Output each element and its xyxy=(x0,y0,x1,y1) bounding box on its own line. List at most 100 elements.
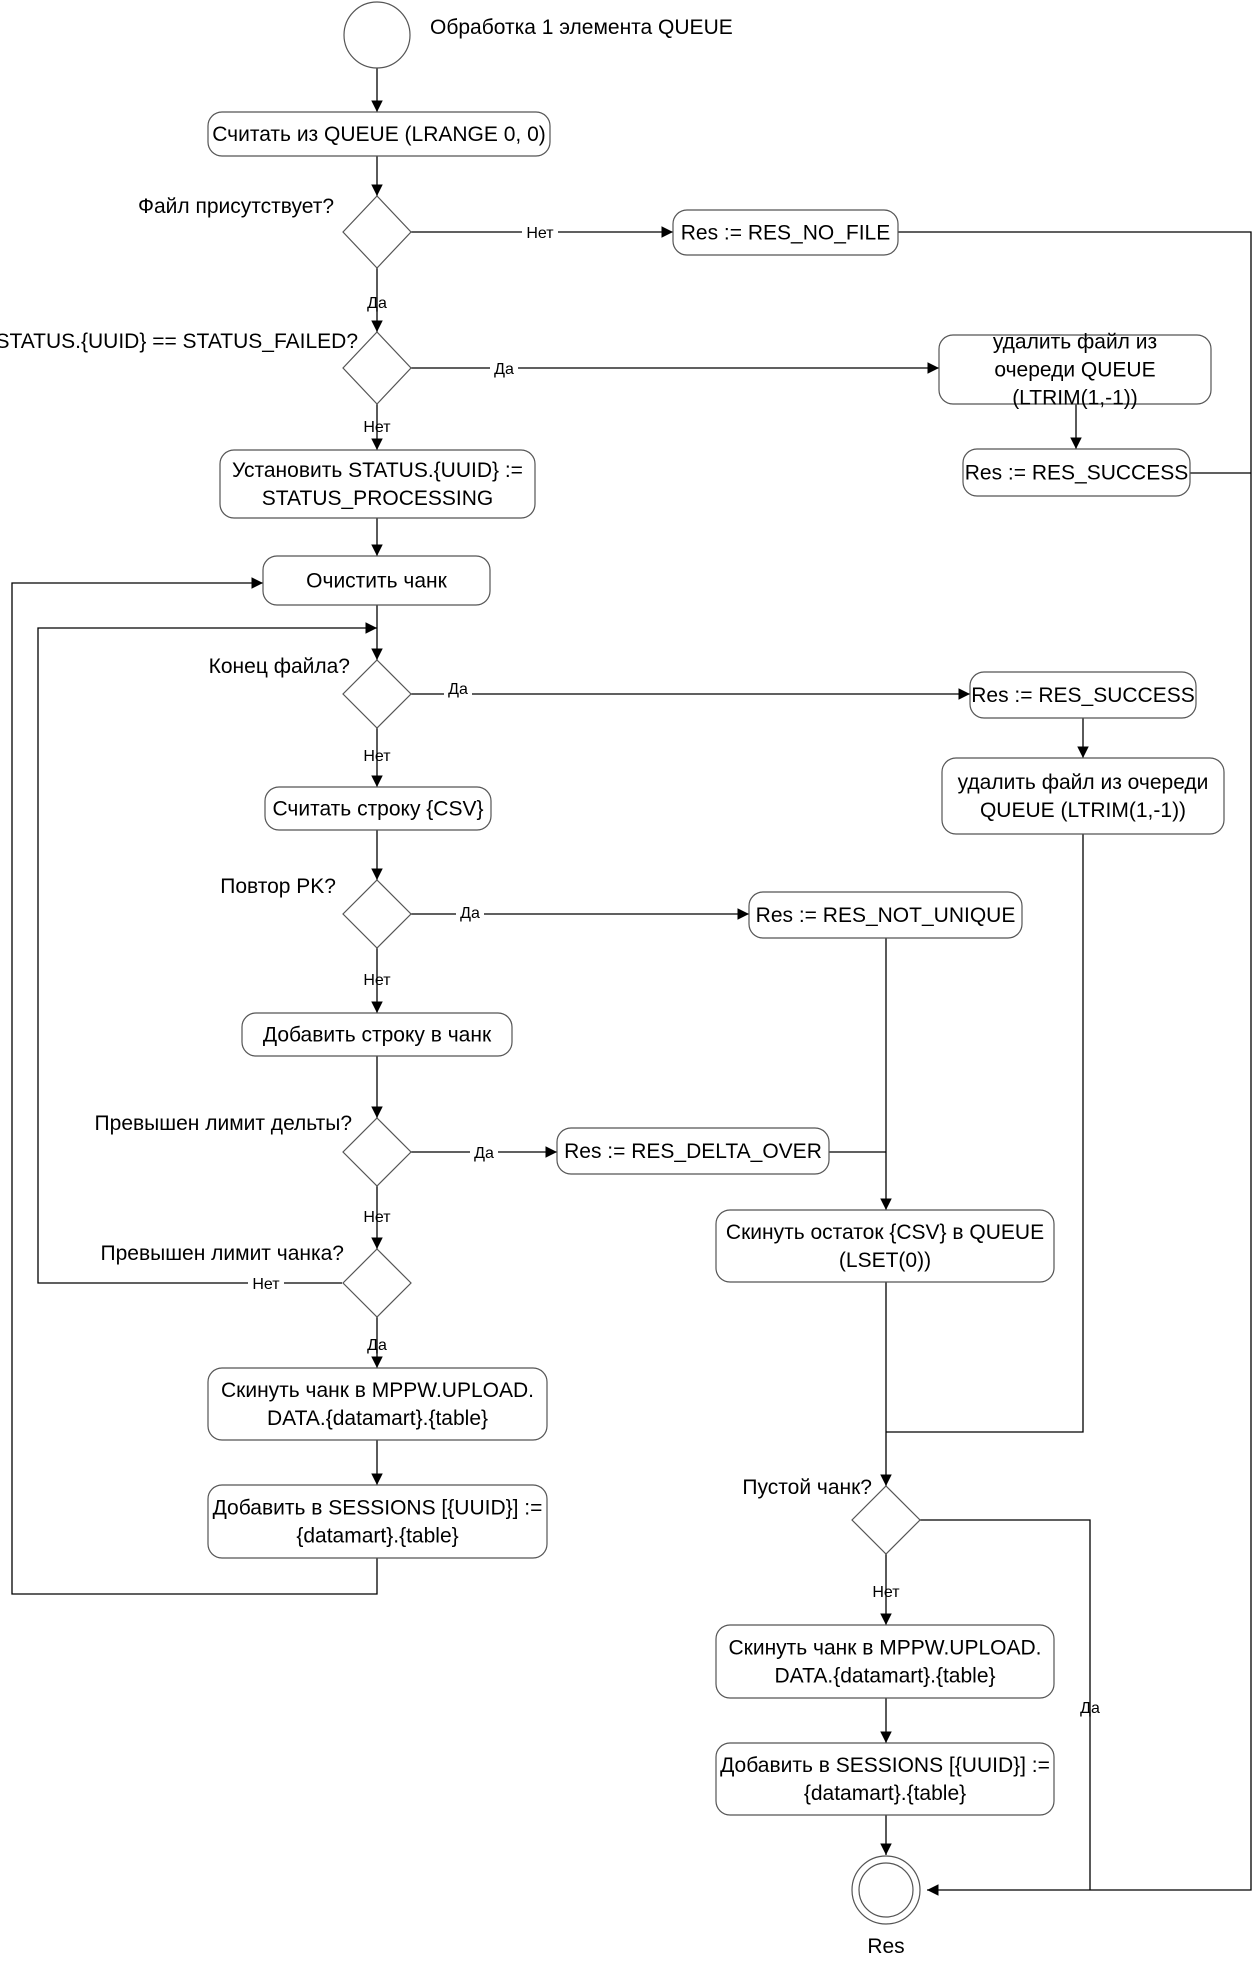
edge-label-eof-yes: Да xyxy=(448,681,468,698)
edge-no-file-to-end xyxy=(898,231,1252,1896)
node-text-line: удалить файл из xyxy=(993,331,1157,354)
node-res-not-unique: Res := RES_NOT_UNIQUE xyxy=(748,891,1023,939)
decision-file-present: Файл присутствует? xyxy=(138,195,412,269)
node-text-line: Добавить в SESSIONS [{UUID}] := xyxy=(720,1754,1050,1777)
node-text-line: DATA.{datamart}.{table} xyxy=(774,1665,995,1688)
decision-empty-chunk: Пустой чанк? xyxy=(742,1476,921,1555)
edge-label-delta-yes: Да xyxy=(474,1145,494,1162)
node-text-line: Скинуть чанк в MPPW.UPLOAD. xyxy=(221,1379,534,1402)
node-text-line: Очистить чанк xyxy=(306,570,447,593)
edge-delete2-to-merge xyxy=(886,834,1084,1433)
edge-label-status-failed-no: Нет xyxy=(363,419,391,436)
process-nodes: Считать из QUEUE (LRANGE 0, 0) Res := RE… xyxy=(207,111,1225,1816)
box xyxy=(941,757,1225,835)
box xyxy=(219,449,536,519)
edge-empty-yes xyxy=(920,1519,1091,1890)
decision-status-failed: STATUS.{UUID} == STATUS_FAILED? xyxy=(0,330,412,405)
decision-label-status-failed: STATUS.{UUID} == STATUS_FAILED? xyxy=(0,330,358,353)
edge-label-chunk-limit-no: Нет xyxy=(252,1276,280,1293)
node-flush-rest: Скинуть остаток {CSV} в QUEUE (LSET(0)) xyxy=(715,1209,1055,1283)
box xyxy=(962,448,1191,497)
node-text-line: Добавить в SESSIONS [{UUID}] := xyxy=(213,1497,543,1520)
node-text-line: очереди QUEUE xyxy=(994,359,1155,382)
edge-label-file-present-no: Нет xyxy=(526,225,554,242)
decision-label-end-of-file: Конец файла? xyxy=(209,655,350,678)
node-delete-file-1: удалить файл из очереди QUEUE (LTRIM(1,-1)… xyxy=(938,331,1212,410)
node-clear-chunk: Очистить чанк xyxy=(262,555,491,606)
edge-label-chunk-limit-yes: Да xyxy=(367,1337,387,1354)
node-add-row: Добавить строку в чанк xyxy=(241,1012,513,1057)
node-text-line: Res := RES_SUCCESS xyxy=(965,462,1189,485)
start-node xyxy=(343,1,411,69)
edge-label-empty-yes: Да xyxy=(1080,1700,1100,1717)
node-text-line: {datamart}.{table} xyxy=(804,1782,966,1805)
box xyxy=(207,111,551,157)
decision-chunk-limit: Превышен лимит чанка? xyxy=(101,1242,412,1318)
node-flush-chunk-1: Скинуть чанк в MPPW.UPLOAD. DATA.{datamar… xyxy=(207,1367,548,1441)
decision-label-empty-chunk: Пустой чанк? xyxy=(742,1476,872,1499)
edge-labels: Нет Да Да Нет Да Нет Да Нет Да Нет Нет Д… xyxy=(248,222,1100,1717)
end-label: Res xyxy=(867,1935,904,1958)
edge-label-eof-no: Нет xyxy=(363,748,391,765)
box xyxy=(748,891,1023,939)
node-text-line: {datamart}.{table} xyxy=(296,1525,458,1548)
diagram-title: Обработка 1 элемента QUEUE xyxy=(430,16,733,39)
edge-label-pk-no: Нет xyxy=(363,972,391,989)
box xyxy=(262,555,491,606)
edge-label-pk-yes: Да xyxy=(460,905,480,922)
edge-label-status-failed-yes: Да xyxy=(494,361,514,378)
node-text-line: Установить STATUS.{UUID} := xyxy=(232,459,523,482)
node-flush-chunk-2: Скинуть чанк в MPPW.UPLOAD. DATA.{datamar… xyxy=(715,1624,1055,1699)
decision-label-file-present: Файл присутствует? xyxy=(138,195,334,218)
node-set-status: Установить STATUS.{UUID} := STATUS_PROCES… xyxy=(219,449,536,519)
node-text-line: Добавить строку в чанк xyxy=(263,1024,492,1047)
box xyxy=(715,1742,1055,1816)
node-text-line: Скинуть чанк в MPPW.UPLOAD. xyxy=(728,1637,1041,1660)
box xyxy=(715,1209,1055,1283)
box xyxy=(715,1624,1055,1699)
node-res-delta-over: Res := RES_DELTA_OVER xyxy=(556,1127,830,1175)
node-text-line: Res := RES_DELTA_OVER xyxy=(564,1140,822,1163)
node-text-line: DATA.{datamart}.{table} xyxy=(267,1407,488,1430)
node-text-line: STATUS_PROCESSING xyxy=(262,487,493,510)
edge-label-empty-no: Нет xyxy=(872,1584,900,1601)
node-read-queue: Считать из QUEUE (LRANGE 0, 0) xyxy=(207,111,551,157)
end-node-inner xyxy=(858,1862,914,1918)
decision-label-pk-repeat: Повтор PK? xyxy=(220,875,336,898)
box xyxy=(207,1484,548,1559)
box xyxy=(207,1367,548,1441)
node-add-session-1: Добавить в SESSIONS [{UUID}] := {datamart… xyxy=(207,1484,548,1559)
edge-label-file-present-yes: Да xyxy=(367,295,387,312)
box xyxy=(672,209,899,256)
node-text-line: QUEUE (LTRIM(1,-1)) xyxy=(980,799,1186,822)
edge-chunk-limit-no-loop xyxy=(37,622,377,1284)
decision-end-of-file: Конец файла? xyxy=(209,655,412,729)
edge-label-delta-no: Нет xyxy=(363,1209,391,1226)
node-text-line: (LTRIM(1,-1)) xyxy=(1012,387,1138,410)
node-res-success-1: Res := RES_SUCCESS xyxy=(962,448,1191,497)
box xyxy=(264,786,492,831)
decision-delta-limit: Превышен лимит дельты? xyxy=(95,1112,412,1187)
node-text-line: (LSET(0)) xyxy=(839,1249,931,1272)
edge-loop-to-clear-chunk xyxy=(11,577,378,1595)
box xyxy=(241,1012,513,1057)
node-res-no-file: Res := RES_NO_FILE xyxy=(672,209,899,256)
node-text-line: Res := RES_SUCCESS xyxy=(971,684,1195,707)
decision-pk-repeat: Повтор PK? xyxy=(220,875,412,949)
decision-label-delta-limit: Превышен лимит дельты? xyxy=(95,1112,352,1135)
node-read-row: Считать строку {CSV} xyxy=(264,786,492,831)
node-add-session-2: Добавить в SESSIONS [{UUID}] := {datamart… xyxy=(715,1742,1055,1816)
node-text-line: Считать из QUEUE (LRANGE 0, 0) xyxy=(212,123,546,146)
node-text-line: удалить файл из очереди xyxy=(958,771,1209,794)
node-res-success-2: Res := RES_SUCCESS xyxy=(969,671,1197,719)
box xyxy=(556,1127,830,1175)
node-text-line: Скинуть остаток {CSV} в QUEUE xyxy=(726,1221,1044,1244)
node-text-line: Считать строку {CSV} xyxy=(272,798,483,821)
box xyxy=(969,671,1197,719)
decision-label-chunk-limit: Превышен лимит чанка? xyxy=(101,1242,345,1265)
box xyxy=(938,334,1212,405)
node-text-line: Res := RES_NO_FILE xyxy=(681,222,891,245)
